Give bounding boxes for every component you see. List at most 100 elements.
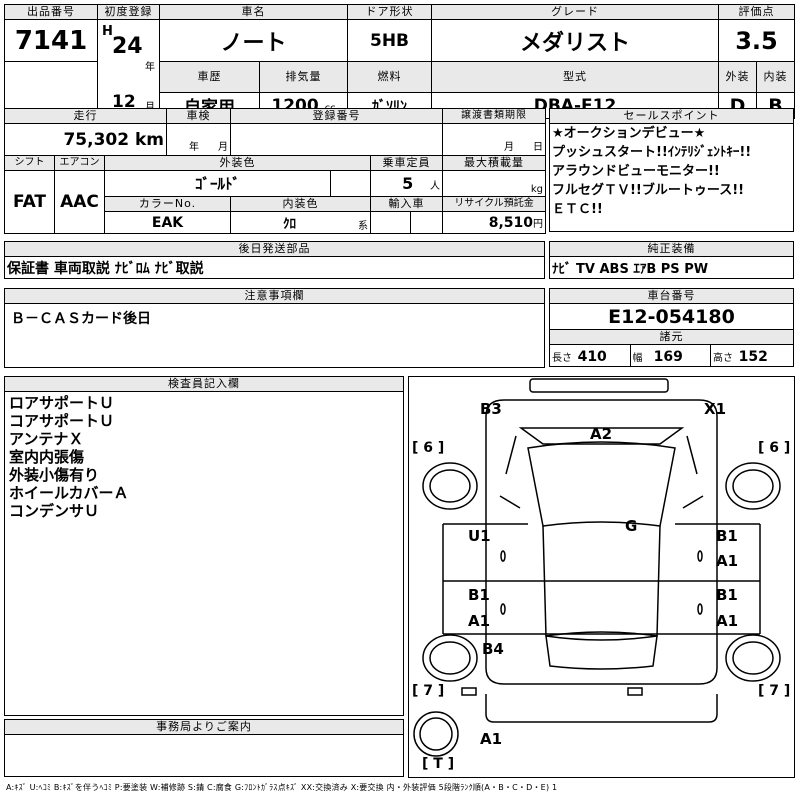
office-table: 事務局よりご案内: [4, 719, 404, 777]
selling-points: ★オークションデビュー★ プッシュスタート!!ｲﾝﾃﾘｼﾞｪﾝﾄｷｰ!! アラウ…: [549, 123, 794, 232]
year-unit: 年: [145, 62, 155, 73]
recycle-fee: 8,510円: [442, 211, 547, 234]
office-label: 事務局よりご案内: [4, 719, 404, 735]
length: 長さ 410: [549, 344, 631, 367]
selling-line: プッシュスタート!!ｲﾝﾃﾘｼﾞｪﾝﾄｷｰ!!: [552, 145, 752, 160]
month-unit: 月: [145, 102, 155, 113]
history-label: 車歴: [159, 61, 260, 93]
caution-label: 注意事項欄: [4, 288, 545, 304]
mileage-label: 走行: [3, 108, 168, 124]
office-body: [4, 734, 404, 777]
recycle-value: 8,510: [488, 214, 534, 231]
colorno-label: カラーNo.: [103, 196, 232, 212]
width: 幅 169: [629, 344, 712, 367]
tire-front-right: [ 6 ]: [758, 440, 791, 456]
spec-table: 走行 車検 登録番号 譲渡書類期限 75,302 km 年 月 月 日 シフト …: [3, 108, 547, 234]
ext-color: ｺﾞｰﾙﾄﾞ: [103, 170, 332, 197]
selling-line: ★オークションデビュー★: [552, 126, 706, 141]
tire-front-left: [ 6 ]: [412, 440, 445, 456]
inspector-line: ロアサポートＵ: [9, 394, 115, 412]
selling-label: セールスポイント: [549, 108, 794, 124]
front-left-wheel: [422, 462, 478, 510]
mileage: 75,302 km: [3, 123, 168, 156]
door-type: 5HB: [347, 19, 432, 62]
parts-table: 後日発送部品 保証書 車両取説 ﾅﾋﾞﾛﾑ ﾅﾋﾞ取説: [4, 241, 545, 279]
inspector-line: コアサポートＵ: [9, 412, 115, 430]
height: 高さ 152: [710, 344, 794, 367]
damage-mark: A1: [480, 730, 503, 748]
ext-label: 外装: [718, 61, 757, 93]
lot-number: 7141: [4, 19, 98, 62]
damage-mark: B4: [482, 640, 504, 658]
inspect-label: 車検: [166, 108, 232, 124]
spare-tire: [413, 711, 459, 757]
recycle-unit: 円: [533, 218, 544, 230]
damage-mark: B1: [716, 527, 738, 545]
lot-label: 出品番号: [4, 4, 98, 20]
disp-label: 排気量: [259, 61, 348, 93]
door-label: ドア形状: [347, 4, 432, 20]
damage-mark: A1: [716, 552, 739, 570]
height-value: 152: [738, 349, 768, 365]
capacity: 5 人: [370, 170, 444, 197]
first-reg-cell: H 24 年 12 月: [97, 19, 160, 119]
rear-window-shape: [545, 631, 658, 670]
tail-lamp-left: [461, 687, 477, 696]
name-label: 車名: [159, 4, 348, 20]
damage-mark: B1: [716, 586, 738, 604]
hood-shape: [518, 427, 685, 445]
model-label: 型式: [431, 61, 719, 93]
selling-line: ＥＴＣ!!: [552, 202, 603, 217]
int-color-value: ｸﾛ: [283, 217, 297, 232]
front-bumper-shape: [529, 378, 669, 393]
length-value: 410: [577, 349, 607, 365]
inspector-notes: ロアサポートＵ コアサポートＵ アンテナＸ 室内内張傷 外装小傷有り ホイールカ…: [4, 391, 404, 716]
car-name: ノート: [159, 19, 348, 62]
ext-color-blank: [330, 170, 372, 197]
recycle-label: リサイクル預託金: [442, 196, 547, 212]
inspector-line: 室内内張傷: [9, 448, 85, 466]
reg-year: 24: [112, 34, 143, 59]
int-color-suffix: 系: [358, 221, 369, 232]
damage-mark: X1: [704, 400, 727, 418]
inspector-line: アンテナＸ: [9, 430, 84, 448]
score: 3.5: [718, 19, 795, 62]
inspector-table: 検査員記入欄 ロアサポートＵ コアサポートＵ アンテナＸ 室内内張傷 外装小傷有…: [4, 376, 404, 716]
transfer-day-unit: 日: [533, 142, 544, 153]
damage-mark: A2: [590, 425, 613, 443]
tail-lamp-right: [627, 687, 643, 696]
inspect-year-unit: 年: [188, 142, 199, 153]
damage-mark: U1: [468, 527, 491, 545]
cap-value: 5: [402, 174, 414, 193]
color-number: EAK: [103, 211, 232, 234]
import-label: 輸入車: [370, 196, 444, 212]
height-label: 高さ: [713, 353, 734, 364]
max-load: kg: [442, 170, 547, 197]
roof-shape: [542, 525, 661, 641]
dims-label: 諸元: [549, 329, 794, 345]
parts-value: 保証書 車両取説 ﾅﾋﾞﾛﾑ ﾅﾋﾞ取説: [4, 256, 545, 279]
ac-label: エアコン: [54, 155, 105, 171]
grade: メダリスト: [431, 19, 719, 62]
inspect-month-unit: 月: [218, 142, 229, 153]
body-outline: [485, 399, 718, 685]
score-label: 評価点: [718, 4, 795, 20]
transfer-label: 譲渡書類期限: [442, 108, 547, 124]
load-label: 最大積載量: [442, 155, 547, 171]
rear-right-wheel: [725, 634, 781, 682]
transfer-date: 月 日: [442, 123, 547, 156]
mileage-value: 75,302: [63, 129, 130, 150]
chassis-number: E12-054180: [549, 303, 794, 330]
selling-line: アラウンドビューモニター!!: [552, 164, 720, 179]
inspector-line: コンデンサＵ: [9, 502, 100, 520]
selling-line: フルセグＴＶ!!ブルートゥース!!: [552, 183, 745, 198]
equip-value: ﾅﾋﾞ TV ABS ｴｱB PS PW: [549, 256, 794, 279]
intcolor-label: 内装色: [230, 196, 372, 212]
rear-bumper-shape: [485, 694, 718, 723]
front-right-wheel: [725, 462, 781, 510]
regno-value: [230, 123, 444, 156]
caution-value: Ｂ－ＣＡＳカード後日: [4, 303, 545, 368]
grade-label: グレード: [431, 4, 719, 20]
import-a: [370, 211, 412, 234]
cap-unit: 人: [430, 181, 441, 192]
